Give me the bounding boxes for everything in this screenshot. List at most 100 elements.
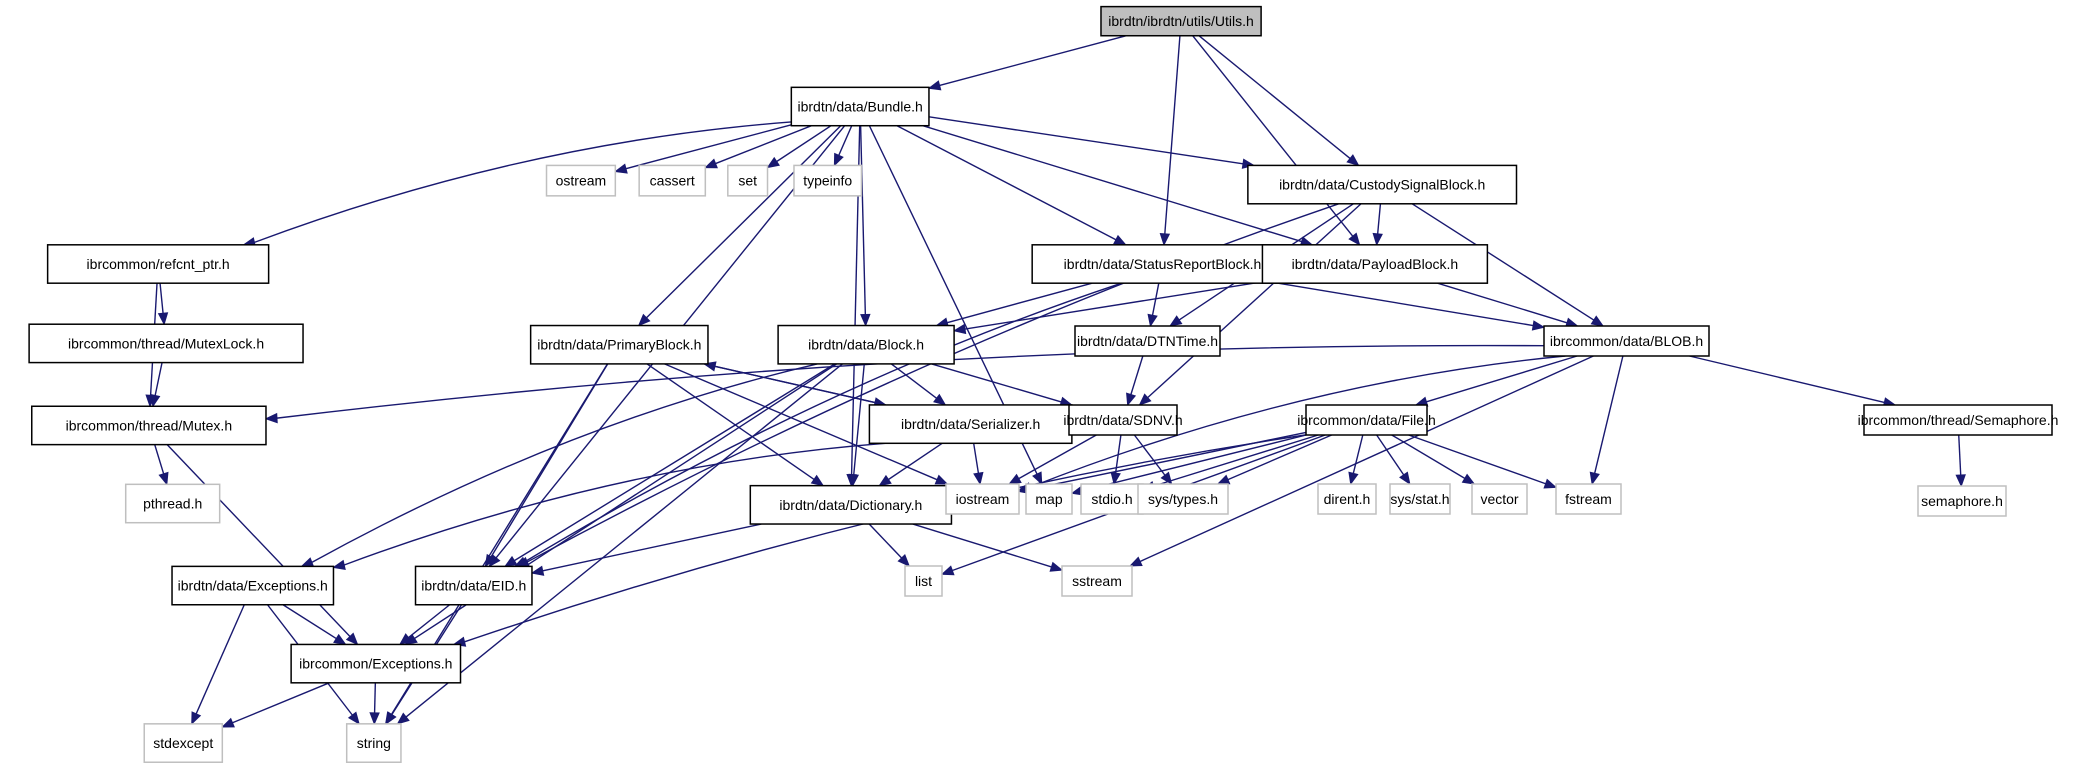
edge-line — [859, 125, 867, 315]
node-sdnv[interactable]: ibrdtn/data/SDNV.h — [1063, 404, 1183, 436]
edge-dictionary-to-list — [868, 523, 911, 567]
edge-bundle-to-ostream — [614, 124, 792, 174]
node-utils[interactable]: ibrdtn/ibrdtn/utils/Utils.h — [1100, 5, 1262, 37]
arrowhead-icon — [398, 633, 413, 646]
arrowhead-icon — [934, 474, 949, 485]
edge-line — [715, 125, 812, 165]
node-file[interactable]: ibrcommon/data/File.h — [1297, 404, 1436, 436]
edge-line — [646, 363, 815, 480]
edge-line — [1958, 434, 1962, 476]
edge-sdnv-to-stdio — [1110, 434, 1122, 486]
node-sys-stat-h: sys/stat.h — [1389, 483, 1451, 515]
edge-dictionary-to-sstream — [912, 523, 1064, 572]
node-block[interactable]: ibrdtn/data/Block.h — [777, 324, 955, 365]
arrowhead-icon — [1590, 315, 1605, 327]
edge-line — [1426, 355, 1578, 403]
arrowhead-icon — [833, 152, 844, 167]
node-iostream: iostream — [945, 483, 1020, 515]
edge-file-to-vector — [1391, 434, 1476, 485]
edge-custody-to-blob — [1411, 203, 1605, 327]
node-label: ibrdtn/data/Block.h — [808, 337, 924, 353]
node-label: cassert — [650, 173, 695, 189]
edge-line — [254, 121, 792, 244]
edge-block-to-serializer — [890, 363, 947, 406]
node-label: ibrcommon/data/BLOB.h — [1550, 333, 1703, 349]
arrowhead-icon — [897, 554, 911, 567]
edge-line — [373, 682, 377, 713]
node-bundle[interactable]: ibrdtn/data/Bundle.h — [790, 86, 930, 127]
node-mutex-lock[interactable]: ibrcommon/thread/MutexLock.h — [28, 323, 304, 364]
edge-line — [490, 363, 609, 558]
arrowhead-icon — [637, 313, 651, 327]
edge-line — [939, 35, 1127, 87]
arrowhead-icon — [333, 633, 347, 646]
node-layer: ibrdtn/ibrdtn/utils/Utils.h ibrdtn/data/… — [28, 5, 2059, 763]
arrowhead-icon — [369, 712, 380, 726]
node-dtn-time[interactable]: ibrdtn/data/DTNTime.h — [1074, 325, 1221, 357]
node-blob[interactable]: ibrcommon/data/BLOB.h — [1543, 325, 1710, 357]
edge-line — [1114, 434, 1122, 474]
edge-file-to-systypes — [1216, 434, 1332, 485]
node-data-exceptions[interactable]: ibrdtn/data/Exceptions.h — [171, 565, 335, 606]
edge-line — [408, 604, 451, 639]
arrowhead-icon — [1138, 393, 1152, 406]
edge-mutexlock-to-mutex — [150, 362, 163, 408]
edge-bundle-to-refcnt — [242, 121, 792, 248]
edge-eid-to-cexceptions — [398, 604, 451, 646]
node-label: ibrdtn/data/Exceptions.h — [178, 578, 328, 594]
node-vector: vector — [1471, 483, 1528, 515]
node-label: pthread.h — [143, 496, 202, 512]
edge-line — [1147, 203, 1362, 399]
edge-line — [1411, 203, 1595, 321]
edge-file-to-fstream — [1408, 434, 1558, 489]
arrowhead-icon — [878, 474, 892, 487]
node-label: typeinfo — [803, 173, 852, 189]
node-label: set — [738, 173, 757, 189]
edge-utils-to-statusreport — [1159, 35, 1181, 247]
node-payload-block[interactable]: ibrdtn/data/PayloadBlock.h — [1261, 244, 1489, 284]
edge-line — [922, 125, 1302, 243]
edge-line — [232, 682, 330, 724]
edge-block-to-eid — [503, 363, 836, 568]
arrowhead-icon — [1159, 232, 1171, 247]
node-semaphore[interactable]: ibrcommon/thread/Semaphore.h — [1858, 404, 2059, 436]
node-custody-signal-block[interactable]: ibrdtn/data/CustodySignalBlock.h — [1247, 164, 1518, 205]
edge-line — [1689, 355, 1885, 404]
node-primary-block[interactable]: ibrdtn/data/PrimaryBlock.h — [529, 324, 709, 365]
edge-serializer-to-primary — [702, 361, 886, 406]
edge-utils-to-payload — [1192, 35, 1361, 246]
node-label: ibrdtn/data/DTNTime.h — [1077, 333, 1218, 349]
node-status-report-block[interactable]: ibrdtn/data/StatusReportBlock.h — [1031, 244, 1294, 284]
edge-block-to-dexceptions — [300, 363, 818, 568]
node-dictionary[interactable]: ibrdtn/data/Dictionary.h — [749, 484, 953, 525]
node-mutex[interactable]: ibrcommon/thread/Mutex.h — [31, 405, 267, 446]
node-label: ibrcommon/data/File.h — [1297, 412, 1436, 428]
node-label: list — [915, 573, 932, 589]
arrowhead-icon — [940, 565, 955, 576]
edge-serializer-to-dexceptions — [332, 442, 886, 571]
edge-line — [1130, 355, 1144, 395]
arrowhead-icon — [952, 323, 967, 335]
edge-line — [166, 444, 351, 637]
node-common-exceptions[interactable]: ibrcommon/Exceptions.h — [290, 643, 462, 684]
node-serializer[interactable]: ibrdtn/data/Serializer.h — [868, 404, 1073, 445]
edge-line — [1018, 434, 1097, 480]
edge-utils-to-custody — [1198, 35, 1360, 167]
arrowhead-icon — [1113, 234, 1127, 246]
edge-line — [514, 363, 836, 562]
edge-line — [1153, 434, 1319, 487]
node-refcnt-ptr[interactable]: ibrcommon/refcnt_ptr.h — [46, 244, 270, 284]
node-typeinfo: typeinfo — [793, 164, 863, 197]
node-eid[interactable]: ibrdtn/data/EID.h — [414, 565, 533, 606]
node-label: map — [1035, 491, 1062, 507]
edge-line — [890, 363, 938, 399]
edge-serializer-to-dictionary — [878, 442, 943, 487]
edge-dexceptions-to-stdexcept — [191, 604, 245, 726]
edge-bundle-to-cassert — [704, 125, 812, 169]
node-dirent-h: dirent.h — [1317, 483, 1377, 515]
edge-block-to-string — [396, 363, 843, 725]
edge-line — [1029, 355, 1566, 489]
arrowhead-icon — [1955, 474, 1966, 488]
edge-blob-to-semaphore — [1689, 355, 1897, 408]
arrowhead-icon — [927, 80, 942, 91]
